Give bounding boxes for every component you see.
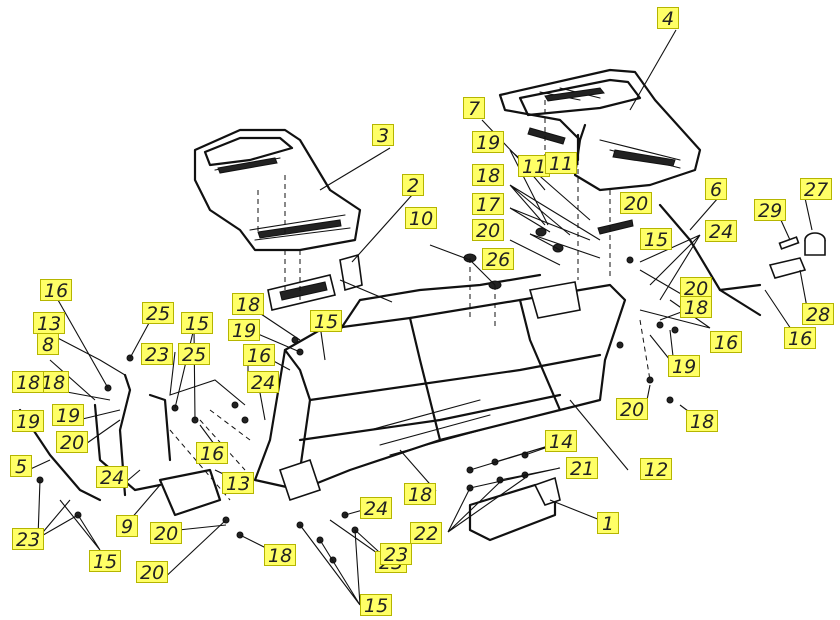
- callout-label: 12: [640, 458, 673, 481]
- assembly-lines: [169, 100, 651, 501]
- callout-label: 10: [405, 207, 438, 230]
- callout-label: 22: [410, 522, 443, 545]
- callout-label: 27: [800, 178, 833, 201]
- callout-label: 18: [404, 483, 437, 506]
- callout-label: 19: [52, 404, 85, 427]
- callout-label: 18: [232, 293, 265, 316]
- callout-label: 18: [686, 410, 719, 433]
- callout-label: 15: [640, 228, 673, 251]
- callout-label: 24: [247, 371, 280, 394]
- callout-label: 13: [222, 472, 255, 495]
- callout-label: 20: [136, 561, 169, 584]
- callout-label: 16: [196, 442, 229, 465]
- callout-label: 8: [37, 333, 59, 356]
- callout-label: 4: [657, 7, 679, 30]
- callout-label: 13: [33, 312, 66, 335]
- callout-label: 7: [463, 97, 485, 120]
- callout-label: 3: [372, 124, 394, 147]
- callout-label: 15: [360, 594, 393, 617]
- callout-label: 19: [228, 319, 261, 342]
- callout-label: 26: [482, 248, 515, 271]
- callout-label: 23: [141, 343, 174, 366]
- callout-label: 21: [566, 457, 599, 480]
- callout-label: 16: [243, 344, 276, 367]
- callout-label: 20: [620, 192, 653, 215]
- callout-label: 23: [380, 543, 413, 566]
- callout-label: 16: [784, 327, 817, 350]
- callout-label: 5: [10, 455, 32, 478]
- callout-label: 1: [597, 512, 619, 535]
- callout-label: 20: [680, 277, 713, 300]
- callout-label: 15: [310, 310, 343, 333]
- callout-label: 16: [40, 279, 73, 302]
- callout-label: 29: [754, 199, 787, 222]
- callout-label: 18: [472, 164, 505, 187]
- callout-label: 14: [545, 430, 578, 453]
- callout-label: 9: [116, 515, 138, 538]
- callout-label: 19: [12, 410, 45, 433]
- front-bumper: [18, 373, 222, 517]
- callout-label: 2: [402, 174, 424, 197]
- callout-label: 17: [472, 193, 505, 216]
- callout-label: 18: [264, 544, 297, 567]
- callout-label: 25: [142, 302, 175, 325]
- callout-label: 15: [181, 312, 214, 335]
- callout-label: 18: [680, 296, 713, 319]
- callout-label: 18: [12, 371, 45, 394]
- callout-label: 16: [710, 331, 743, 354]
- main-frame: [253, 273, 627, 502]
- brackets: [267, 253, 363, 311]
- callout-label: 19: [472, 131, 505, 154]
- callout-label: 20: [150, 522, 183, 545]
- callout-label: 24: [96, 466, 129, 489]
- callout-label: 11: [545, 152, 578, 175]
- callout-label: 6: [705, 178, 727, 201]
- callout-label: 20: [616, 398, 649, 421]
- callout-label: 24: [705, 220, 738, 243]
- callout-label: 20: [56, 431, 89, 454]
- front-rack: [193, 128, 362, 252]
- callout-label: 23: [12, 528, 45, 551]
- callout-label: 24: [360, 497, 393, 520]
- side-rods: [658, 203, 826, 317]
- rear-rack: [498, 68, 702, 192]
- callout-label: 15: [89, 550, 122, 573]
- callout-label: 19: [668, 355, 701, 378]
- callout-label: 28: [802, 303, 835, 326]
- footrest: [468, 476, 561, 542]
- callout-label: 25: [178, 343, 211, 366]
- callout-label: 20: [472, 219, 505, 242]
